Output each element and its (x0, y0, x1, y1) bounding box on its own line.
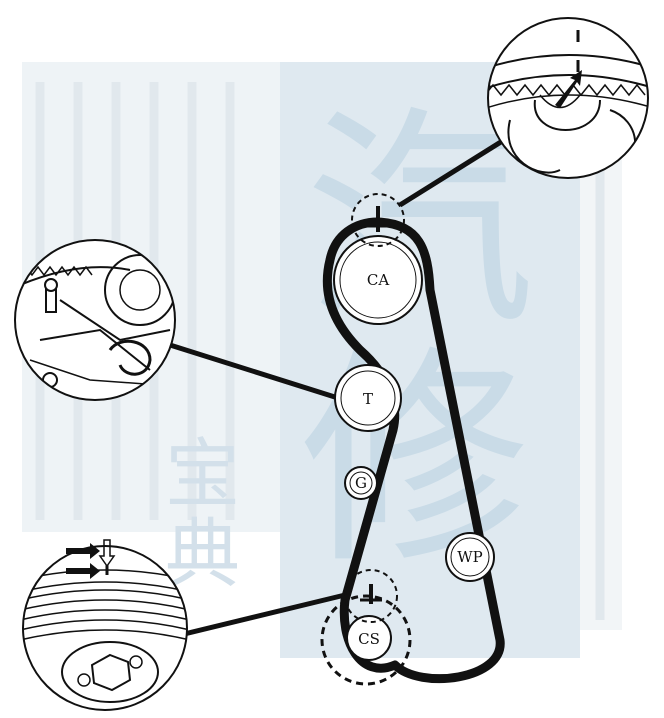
leader-crankshaft (179, 592, 346, 638)
pulley-label-wp: WP (457, 548, 483, 566)
leader-camshaft (398, 127, 522, 208)
crankshaft-mark-highlight (344, 569, 398, 623)
watermark-char-4: 典 (165, 510, 240, 598)
watermark-char-3: 宝 (165, 430, 240, 518)
pulley-label-t: T (363, 390, 373, 408)
pulley-g: G (344, 466, 378, 500)
callout-leaders (169, 127, 522, 638)
pulley-t: T (334, 364, 402, 432)
pulley-label-g: G (355, 474, 367, 492)
timing-belt (322, 217, 505, 684)
tensioner-callout (14, 239, 176, 401)
crankshaft-arrow-lower-icon (66, 563, 100, 579)
pulley-label-ca: CA (367, 271, 389, 289)
pulley-wp: WP (445, 532, 495, 582)
pulley-label-cs: CS (358, 630, 380, 648)
pulley-cs: CS (346, 615, 392, 661)
crankshaft-marker-icon (98, 539, 116, 568)
camshaft-mark-highlight (351, 193, 405, 247)
watermark-char-2: 修 (300, 328, 530, 595)
camshaft-mark-callout (487, 17, 649, 179)
leader-tensioner (169, 342, 339, 401)
crankshaft-pulley-outline (320, 594, 412, 686)
camshaft-arrow-icon (555, 70, 582, 108)
pulley-ca: CA (333, 235, 423, 325)
timing-mark-highlights (320, 193, 412, 686)
